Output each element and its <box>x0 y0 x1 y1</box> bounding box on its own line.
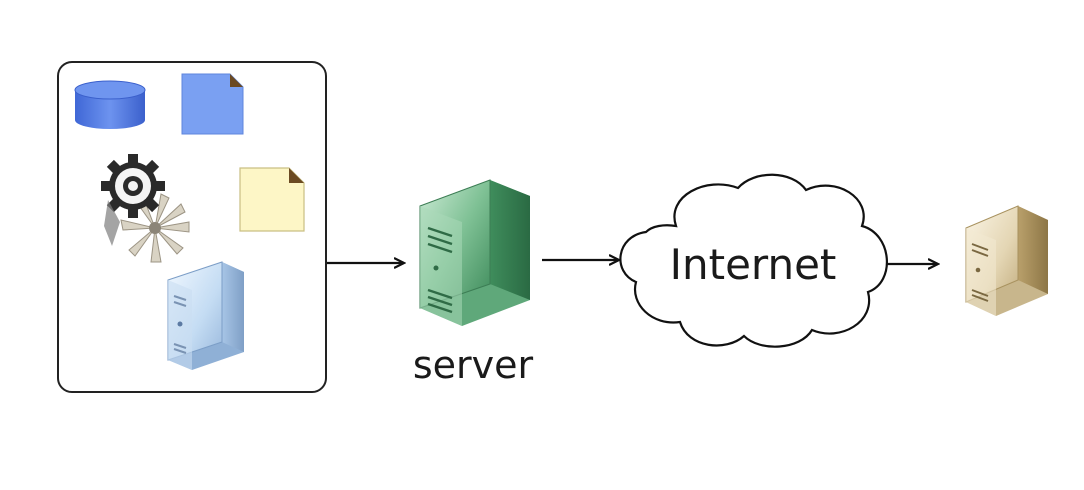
gear-icon <box>101 154 165 218</box>
database-icon <box>74 80 146 129</box>
fan-icon <box>120 193 190 263</box>
source-group-box <box>57 61 327 393</box>
cloud-shape <box>619 173 889 348</box>
green-server-icon <box>419 179 530 326</box>
yellow-document-icon <box>239 167 305 232</box>
blue-server-icon <box>167 261 244 370</box>
internet-label: Internet <box>670 240 837 289</box>
beige-server-icon <box>965 205 1048 316</box>
gears-icon <box>101 154 190 263</box>
source-group <box>57 61 327 393</box>
blue-document-icon <box>181 73 244 135</box>
internet-cloud: Internet <box>619 173 889 348</box>
server-label: server <box>413 343 534 387</box>
